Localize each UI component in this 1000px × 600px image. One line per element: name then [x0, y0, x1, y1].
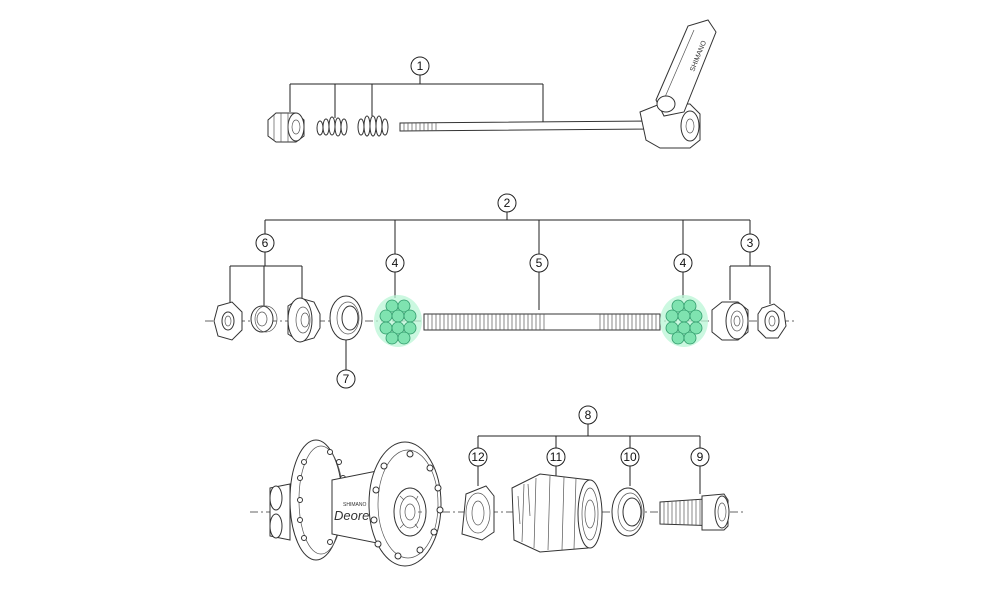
- spring-large: [357, 115, 389, 137]
- dust-seal: [329, 295, 363, 341]
- svg-text:7: 7: [343, 372, 350, 386]
- callout-7: 7: [336, 369, 356, 389]
- quick-release-lever: SHIMANO: [639, 19, 717, 149]
- hub-body-freehub-group: SHIMANO Deore: [250, 405, 745, 567]
- hub-shell: SHIMANO Deore: [269, 439, 444, 567]
- svg-text:4: 4: [680, 256, 687, 270]
- skewer-rod: [399, 120, 653, 132]
- freehub-fixing-bolt: [659, 493, 730, 531]
- svg-text:6: 6: [262, 236, 269, 250]
- svg-text:3: 3: [747, 236, 754, 250]
- callout-6: 6: [255, 233, 275, 253]
- cone-right: [711, 301, 749, 341]
- seal-ring: [611, 487, 645, 537]
- callout-8: 8: [578, 405, 598, 425]
- ball-bearings-right: [660, 295, 708, 347]
- axle-thread-right: [599, 314, 657, 330]
- svg-text:5: 5: [536, 256, 543, 270]
- svg-text:9: 9: [697, 450, 704, 464]
- freehub-spacer: [461, 485, 495, 541]
- spring-small: [316, 116, 348, 137]
- cone-left: [287, 297, 321, 343]
- callout-11: 11: [546, 447, 566, 467]
- hub-brand-logo: Deore: [334, 508, 369, 523]
- lock-nut-left: [213, 301, 243, 341]
- ball-bearings-left: [374, 295, 422, 347]
- callout-1: 1: [410, 56, 430, 76]
- callout-4-left: 4: [385, 253, 405, 273]
- callout-5: 5: [529, 253, 549, 273]
- callout-10: 10: [620, 447, 640, 467]
- bolt-threads: [663, 500, 701, 525]
- callout-4-right: 4: [673, 253, 693, 273]
- hub-axle-group: 2 6 4 5 4 3 7: [205, 193, 795, 389]
- svg-text:2: 2: [504, 196, 511, 210]
- right-flange-spoke-holes: [370, 450, 444, 560]
- lock-nut-right: [757, 303, 787, 339]
- callout-3: 3: [740, 233, 760, 253]
- axle-thread-left: [427, 314, 545, 330]
- quick-release-skewer-group: SHIMANO 1: [267, 19, 717, 149]
- svg-text:1: 1: [417, 59, 424, 73]
- adjusting-nut: [267, 112, 305, 143]
- svg-text:4: 4: [392, 256, 399, 270]
- svg-text:8: 8: [585, 408, 592, 422]
- freehub-body: [511, 473, 603, 553]
- hub-axle: [423, 313, 661, 331]
- svg-text:10: 10: [623, 450, 637, 464]
- svg-text:12: 12: [471, 450, 485, 464]
- washer-left: [250, 305, 278, 333]
- callout-2: 2: [497, 193, 517, 213]
- callout-12: 12: [468, 447, 488, 467]
- callout-9: 9: [690, 447, 710, 467]
- hub-brand-small: SHIMANO: [343, 502, 366, 508]
- svg-text:11: 11: [550, 450, 563, 464]
